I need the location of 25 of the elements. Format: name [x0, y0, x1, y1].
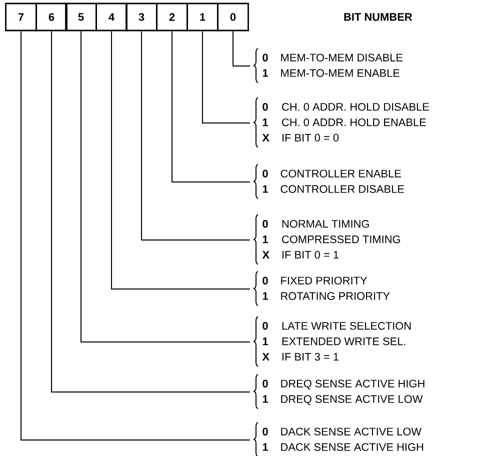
- connector-line: [141, 30, 250, 240]
- option-group: 0 CONTROLLER ENABLE 1 CONTROLLER DISABLE: [254, 164, 404, 200]
- bit-box: 2: [156, 2, 188, 32]
- option-group: 0 NORMAL TIMING 1 COMPRESSED TIMING X IF BIT 0 = 1: [254, 214, 400, 265]
- bit-box: 6: [36, 2, 68, 32]
- connector-line: [111, 30, 250, 290]
- bit-box: 7: [5, 2, 37, 32]
- bit-box: 5: [65, 2, 97, 32]
- bit-box: 4: [96, 2, 128, 32]
- bit-box: 3: [126, 2, 158, 32]
- option-group: 0 DACK SENSE ACTIVE LOW 1 DACK SENSE ACTIVE HIGH: [254, 422, 424, 456]
- connector-line: [202, 30, 250, 124]
- option-group: 0 LATE WRITE SELECTION 1 EXTENDED WRITE SEL. X IF BIT 3 = 1: [254, 316, 411, 367]
- connector-line: [20, 30, 250, 440]
- connector-line: [80, 30, 250, 342]
- connector-line: [172, 30, 250, 182]
- bit-box: 1: [186, 2, 218, 32]
- option-group: 0 FIXED PRIORITY 1 ROTATING PRIORITY: [254, 270, 390, 306]
- connector-line: [51, 30, 250, 392]
- option-group: 0 DREQ SENSE ACTIVE HIGH 1 DREQ SENSE ACTIVE LOW: [254, 374, 424, 410]
- heading: BIT NUMBER: [344, 13, 412, 21]
- option-group: 0 CH. 0 ADDR. HOLD DISABLE 1 CH. 0 ADDR. HOLD ENABLE X IF BIT 0 = 0: [254, 97, 429, 148]
- bit-box: 0: [217, 2, 249, 32]
- option-group: 0 MEM-TO-MEM DISABLE 1 MEM-TO-MEM ENABLE: [254, 48, 403, 84]
- connector-line: [232, 30, 250, 66]
